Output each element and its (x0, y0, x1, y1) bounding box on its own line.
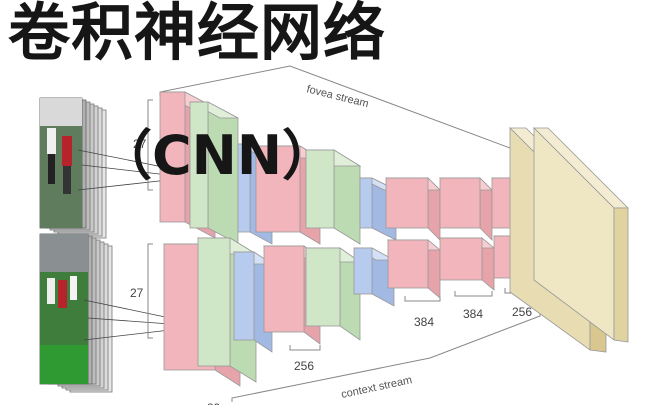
context-stream-label: context stream (340, 374, 413, 401)
dim-384-b: 384 (463, 307, 483, 321)
context-stream-layers (162, 235, 545, 387)
dim-bottom-left: 27 (130, 286, 144, 300)
dim-256-b: 256 (512, 305, 532, 319)
dim-256: 256 (294, 359, 314, 373)
dim-top-left: 27 (133, 137, 147, 151)
dim-bottom-cut: 89 (207, 401, 221, 405)
dim-384-a: 384 (414, 315, 434, 329)
fovea-stream-label: fovea stream (305, 83, 370, 110)
input-connections (77, 149, 171, 341)
input-frames-bottom (39, 233, 113, 393)
page-subtitle: （CNN） (98, 124, 337, 187)
page-title: 卷积神经网络 (8, 0, 387, 69)
input-frames-top (39, 97, 107, 239)
fully-connected-layers (509, 127, 629, 353)
